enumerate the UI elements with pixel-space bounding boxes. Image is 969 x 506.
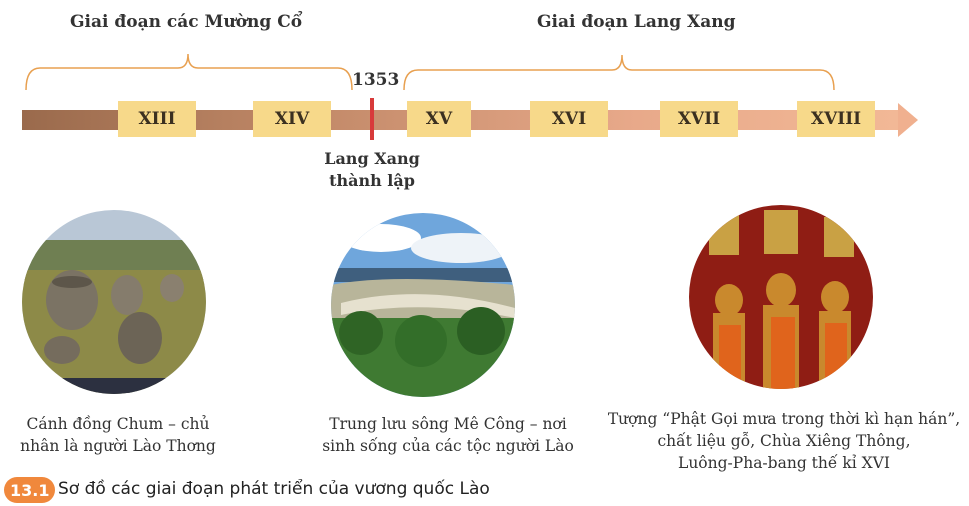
brace-lang-xang	[403, 54, 835, 91]
caption-plain-of-jars: Cánh đồng Chum – chủ nhân là người Lào T…	[6, 413, 230, 457]
phase-braces	[25, 53, 835, 91]
marker-caption: Lang Xang thành lập	[322, 148, 422, 192]
caption-mekong-river: Trung lưu sông Mê Công – nơi sinh sống c…	[303, 413, 593, 457]
century-box-xiii: XIII	[118, 101, 196, 137]
phase-label-muong-co: Giai đoạn các Mường Cổ	[70, 12, 303, 32]
marker-caption-line: Lang Xang	[324, 149, 420, 168]
century-box-xviii: XVIII	[797, 101, 875, 137]
photo-mekong-river	[331, 213, 515, 397]
marker-caption-line: thành lập	[329, 171, 415, 190]
caption-line: Tượng “Phật Gọi mưa trong thời kì hạn há…	[607, 410, 961, 428]
century-box-xiv: XIV	[253, 101, 331, 137]
caption-line: Trung lưu sông Mê Công – nơi	[329, 415, 567, 433]
marker-year: 1353	[352, 70, 400, 90]
century-box-xv: XV	[407, 101, 471, 137]
figure-number-badge: 13.1	[4, 477, 56, 503]
century-box-xvii: XVII	[660, 101, 738, 137]
phase-label-lang-xang: Giai đoạn Lang Xang	[537, 12, 736, 32]
photo-buddha-statues	[689, 205, 873, 389]
caption-line: Luông-Pha-bang thế kỉ XVI	[678, 454, 890, 472]
caption-buddha-statues: Tượng “Phật Gọi mưa trong thời kì hạn há…	[602, 408, 966, 474]
brace-muong-co	[25, 53, 353, 91]
figure-title: Sơ đồ các giai đoạn phát triển của vương…	[58, 479, 490, 499]
caption-line: nhân là người Lào Thơng	[20, 437, 216, 455]
timeline-arrow-icon	[898, 103, 918, 137]
century-box-xvi: XVI	[530, 101, 608, 137]
caption-line: Cánh đồng Chum – chủ	[26, 415, 210, 433]
caption-line: chất liệu gỗ, Chùa Xiêng Thông,	[657, 432, 911, 450]
photo-plain-of-jars	[22, 210, 206, 394]
marker-line	[370, 98, 374, 140]
caption-line: sinh sống của các tộc người Lào	[322, 437, 574, 455]
